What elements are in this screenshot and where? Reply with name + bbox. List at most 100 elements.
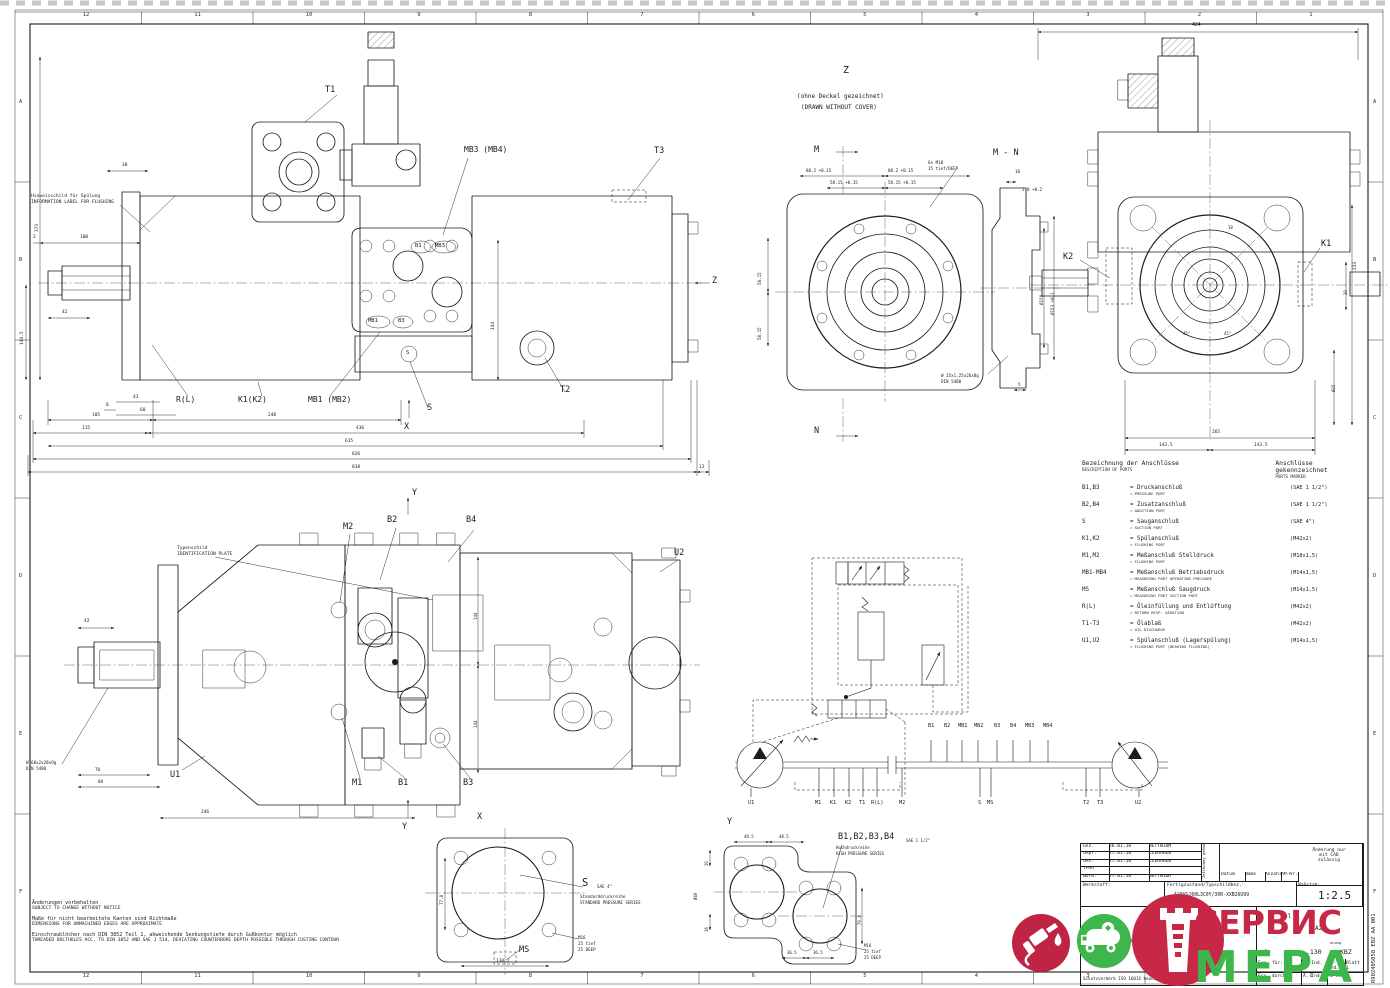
von-cell: 0 von 1	[1330, 974, 1350, 979]
label-z-section: Z	[712, 276, 718, 286]
frame-zone-top-9: 9	[417, 12, 421, 18]
dim: Ø25	[1331, 384, 1336, 392]
sch-t3: T3	[1097, 800, 1104, 806]
note-m10: 6x M10	[928, 160, 944, 165]
frame-row-left-E: E	[19, 731, 23, 737]
dim: 246	[201, 810, 210, 815]
note-m10-deep: 15 tief/DEEP	[928, 166, 959, 171]
frame-row-left-F: F	[19, 889, 23, 895]
scale-value: 1:2.5	[1318, 889, 1352, 902]
dim: 48.5	[744, 834, 754, 839]
label-ms: MS	[519, 945, 530, 955]
frame-zone-top-3: 3	[1086, 12, 1090, 18]
dim: 130.2	[496, 959, 510, 964]
label-s-port: S	[582, 877, 589, 889]
port-row-K1,K2: K1,K2= Spülanschluß= FLUSHING PORT(M42x2…	[1082, 536, 1312, 547]
note-m16-y3: 25 DEEP	[864, 955, 881, 960]
fertigzustand-cell: Fertigzustand/Typschildbez.: A20VG260L3C…	[1164, 881, 1297, 907]
frag-kbz: KBZ	[1340, 948, 1352, 956]
port-row-R(L): R(L)= Öleinfüllung und Entlüftung= RETUR…	[1082, 604, 1312, 615]
dim: 233	[1353, 261, 1358, 270]
frame-zone-bottom-4: 4	[974, 972, 979, 979]
note-m16-y2: 25 tief	[864, 949, 881, 954]
sch-s: S	[978, 800, 982, 806]
dim: 36.5	[813, 950, 823, 955]
hydraulic-schematic	[735, 557, 1168, 797]
view-title-x: X	[477, 812, 483, 822]
port-row-B2,B4: B2,B4= Zusatzanschluß= ADDITION PORT(SAE…	[1082, 502, 1328, 513]
dim: 36.5	[787, 950, 797, 955]
dim: 105	[92, 413, 101, 418]
approval-Gepr.-0: Gepr.	[1081, 851, 1110, 860]
frame-row-right-B: B	[1373, 257, 1377, 263]
tb-header-Anzahl: Anzahl	[1263, 872, 1282, 882]
dim: 77.8	[439, 894, 444, 905]
approval-Gez.-0: Gez.	[1081, 844, 1110, 853]
fuel-truck-group	[1077, 914, 1131, 968]
dim: 58.15	[757, 327, 762, 340]
fuel-nozz le-group	[1012, 914, 1070, 972]
dim: 18	[1228, 225, 1233, 230]
fuel-nozzle-icon	[1012, 914, 1070, 972]
port-row-M1,M2: M1,M2= Meßanschluß Stelldruck= FLUSHING …	[1082, 553, 1319, 564]
dim: 45°	[1224, 331, 1232, 336]
port-row-U1,U2: U1,U2= Spülanschluß (Lagerspülung)= FLUS…	[1082, 638, 1319, 649]
frame-zone-bottom-7: 7	[640, 972, 644, 979]
dim: 45°	[1183, 331, 1191, 336]
dim: 144	[473, 720, 478, 728]
protect-note-cell: Schutzvermerk ISO 16016 beachten	[1081, 972, 1257, 985]
approval-Ges.-1: 27.01.10	[1107, 858, 1150, 868]
frame-zone-bottom-9: 9	[417, 972, 421, 979]
sch-t1: T1	[859, 800, 866, 806]
dim: 100	[80, 235, 89, 240]
frame-zone-bottom-8: 8	[528, 972, 533, 979]
frame-zone-bottom-12: 12	[82, 972, 90, 979]
frame-row-left-D: D	[19, 573, 23, 579]
label-y-top: Y	[412, 488, 418, 498]
approval-TFMn-1	[1107, 866, 1150, 875]
note-m16-y1: M16	[864, 943, 872, 948]
dim: 43	[133, 395, 139, 400]
note-spline-mn-1: W 35x1,25x26x8g	[941, 373, 979, 378]
sch-b1: B1	[928, 723, 935, 729]
tag-b1: B1	[415, 243, 422, 249]
note-flushing-label-de: Hinweisschild für Spülung	[31, 194, 101, 199]
dim: Ø40	[693, 892, 698, 900]
sch-t2: T2	[1083, 800, 1090, 806]
sch-u2: U2	[1135, 800, 1142, 806]
sch-k2: K2	[845, 800, 852, 806]
label-b1: B1	[398, 778, 409, 788]
label-m2: M2	[343, 522, 354, 532]
label-u1: U1	[170, 770, 181, 780]
port-row-T1-T3: T1-T3= Ölablaß= OIL DISCHARGE(M42x2)	[1082, 621, 1312, 632]
frag-num2: 9	[1264, 948, 1268, 956]
approval-Ges.-2: CLEMAREB	[1147, 858, 1202, 868]
dim: 115	[82, 426, 91, 431]
view-x-flange	[425, 828, 585, 975]
note-1-en: DIMENSIONS FOR UNMACHINED EDGES ARE APPR…	[32, 922, 162, 927]
tower-group	[1132, 894, 1224, 986]
note-std-de: Standarddruckreihe	[580, 894, 626, 899]
port-table-header-en: DESCRIPTION OF PORTS	[1082, 467, 1133, 472]
dim: 70	[95, 767, 101, 772]
dim: 3	[33, 235, 36, 240]
frame-zone-top-7: 7	[640, 12, 644, 18]
dim: 265	[1212, 430, 1221, 435]
dim: 60	[140, 408, 146, 413]
tag-mb1: MB1	[368, 318, 378, 324]
frame-zone-bottom-11: 11	[194, 972, 201, 979]
note-spline-shaft-2: DIN 5480	[26, 766, 47, 771]
approval-Norm.-1: 27.01.10	[1107, 873, 1150, 882]
label-t2: T2	[560, 385, 571, 395]
tb-header-ÄM-Nr.: ÄM-Nr.	[1279, 872, 1299, 882]
approval-Norm.-0: Norm.	[1081, 873, 1110, 882]
note-hp-en: HIGH PRESSURE SERIES	[836, 851, 885, 856]
approval-Ges.-0: Ges.	[1081, 858, 1110, 868]
note-std-en: STANDARD PRESSURE SERIES	[580, 900, 641, 905]
note-1-de: Maße für nicht bearbeitete Kanten sind R…	[32, 916, 177, 922]
frame-zone-bottom-6: 6	[751, 972, 756, 979]
dim: 2.8 +0.2	[1022, 187, 1043, 192]
port-row-MS: MS= Meßanschluß Saugdruck= MEASURING POR…	[1082, 587, 1319, 598]
